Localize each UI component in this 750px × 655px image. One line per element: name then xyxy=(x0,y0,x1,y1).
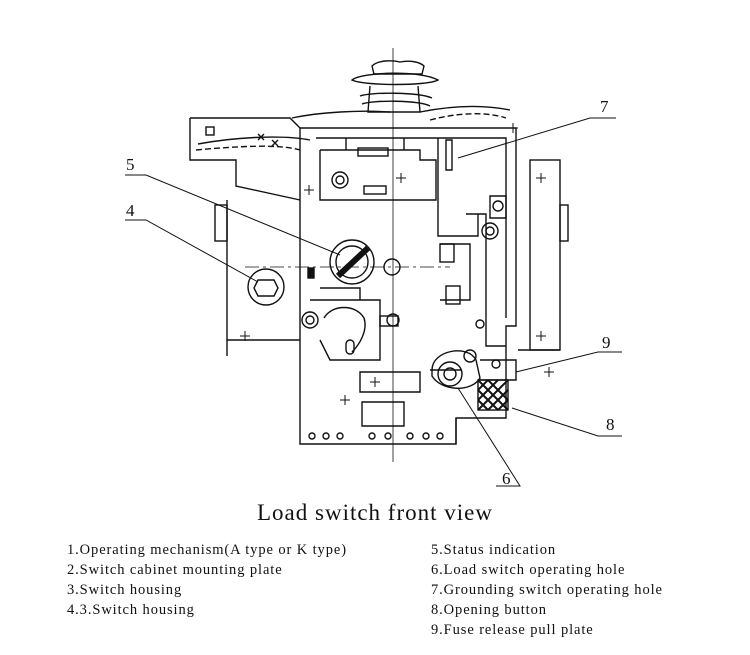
fuse-release-pull-plate xyxy=(480,359,517,381)
callout-7: 7 xyxy=(600,97,609,116)
legend-item: 9.Fuse release pull plate xyxy=(431,622,594,638)
crosshairs xyxy=(240,123,554,405)
callout-6: 6 xyxy=(502,469,511,488)
legend-item: 6.Load switch operating hole xyxy=(431,562,626,578)
figure-title: Load switch front view xyxy=(257,500,493,525)
legend-item: 5.Status indication xyxy=(431,542,557,558)
load-switch-drawing: 5 4 7 9 8 6 xyxy=(125,48,622,488)
features xyxy=(301,139,504,440)
legend-item: 8.Opening button xyxy=(431,602,547,618)
callout-8: 8 xyxy=(606,415,615,434)
callout-9: 9 xyxy=(602,333,611,352)
legend-item: 3.Switch housing xyxy=(67,582,183,598)
legend-item: 2.Switch cabinet mounting plate xyxy=(67,562,283,578)
callout-5: 5 xyxy=(126,155,135,174)
switch-housing xyxy=(189,105,569,356)
status-indication-dial xyxy=(329,239,375,285)
legend-left: 1.Operating mechanism(A type or K type) … xyxy=(67,540,347,620)
load-switch-operating-hole xyxy=(431,349,481,389)
leader-lines xyxy=(125,117,622,487)
legend-item: 7.Grounding switch operating hole xyxy=(431,582,663,598)
switch-housing-hex-bolt xyxy=(247,268,285,306)
insulator xyxy=(350,60,440,113)
callout-4: 4 xyxy=(126,201,135,220)
legend-right: 5.Status indication 6.Load switch operat… xyxy=(431,540,663,640)
operating-mechanism-plate xyxy=(299,127,517,445)
legend-item: 4.3.Switch housing xyxy=(67,602,195,618)
opening-button xyxy=(477,379,509,411)
legend-item: 1.Operating mechanism(A type or K type) xyxy=(67,542,347,558)
